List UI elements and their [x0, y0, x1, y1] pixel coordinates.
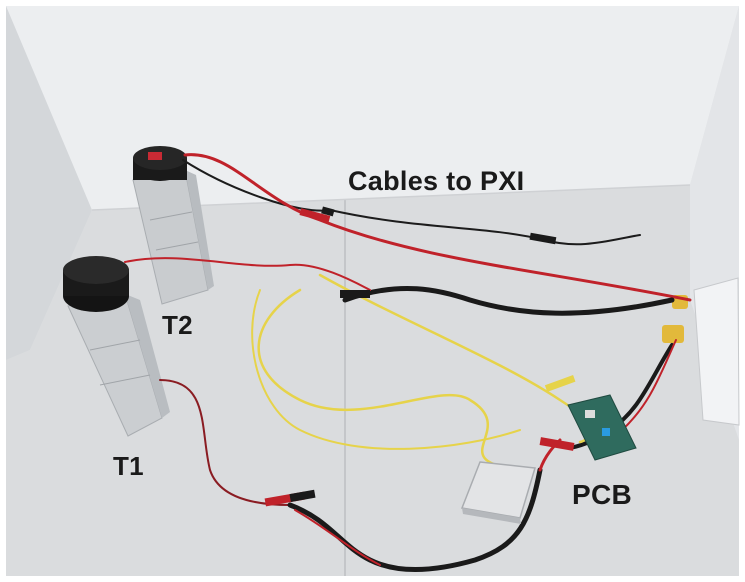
- metal-plate: [460, 461, 536, 524]
- pcb-board: [567, 394, 637, 461]
- t1-cylinder: [63, 256, 170, 437]
- label-t1: T1: [113, 451, 144, 481]
- battery-pack: [662, 277, 740, 426]
- label-t2: T2: [162, 310, 193, 340]
- wires: [124, 153, 692, 572]
- label-cables-to-pxi: Cables to PXI: [348, 166, 525, 196]
- label-pcb: PCB: [572, 479, 633, 510]
- probe-clips: [264, 206, 576, 507]
